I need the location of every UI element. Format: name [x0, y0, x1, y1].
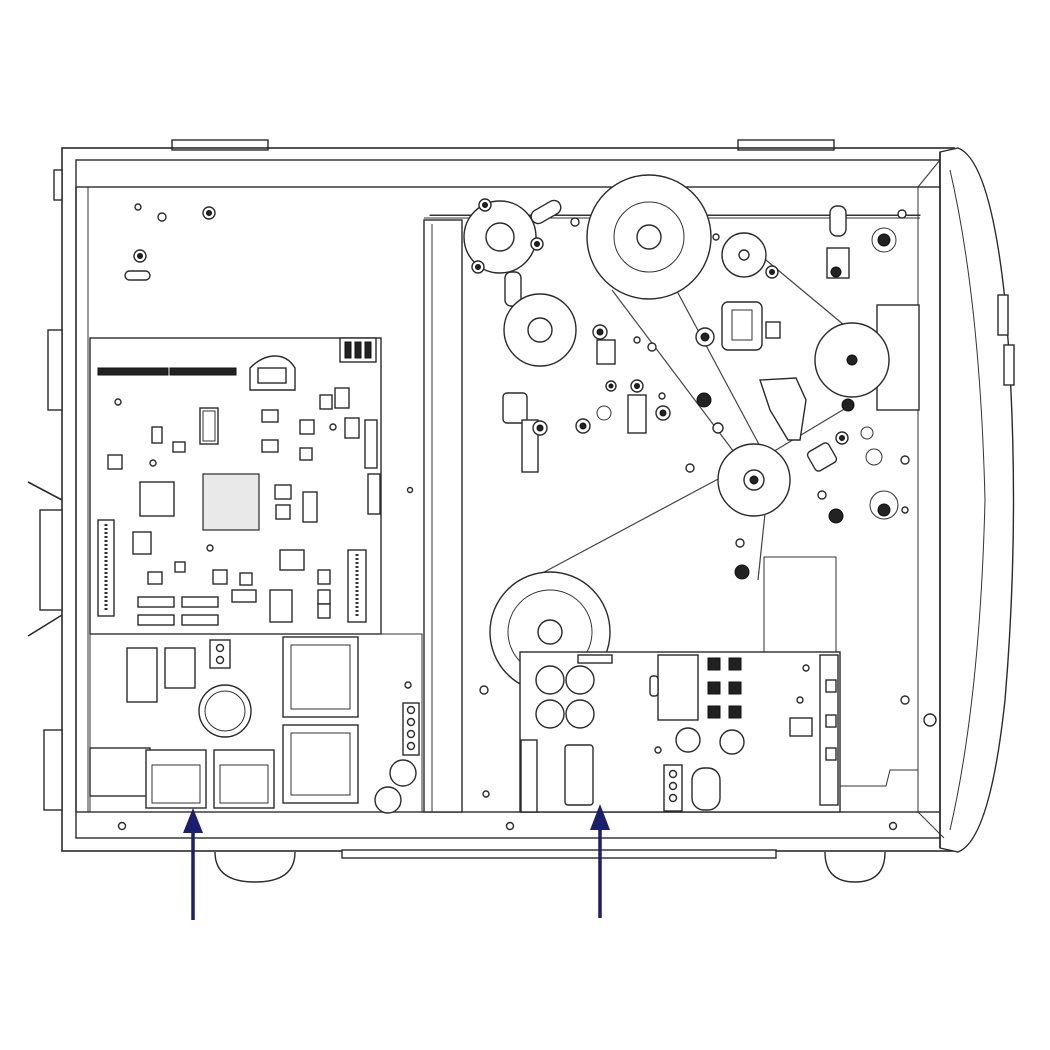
transformer-top: [282, 636, 359, 718]
driver-board: [519, 651, 841, 813]
callout-arrow-right: [590, 804, 610, 918]
port-connector-right: [213, 749, 275, 809]
foot-right: [824, 851, 886, 883]
main-logic-board: [89, 337, 414, 635]
top-hinge-left: [171, 139, 269, 151]
top-hinge-right: [737, 139, 835, 151]
electronics-bay: [89, 203, 423, 814]
power-supply-board: [89, 633, 423, 814]
foot-left: [214, 851, 296, 883]
front-cover: [939, 147, 1015, 853]
printer-chassis: [27, 139, 1015, 883]
center-divider: [423, 219, 463, 813]
port-connector-left: [145, 749, 207, 809]
rear-connector: [39, 509, 63, 611]
transformer-bottom: [282, 724, 359, 804]
capacitor: [198, 684, 252, 738]
printhead-assembly: [721, 301, 763, 351]
callout-arrows: [183, 804, 610, 920]
main-processor-chip: [202, 473, 260, 531]
top-rail: [75, 159, 941, 188]
media-path-mechanism: [463, 174, 937, 798]
callout-arrow-left: [183, 808, 203, 920]
